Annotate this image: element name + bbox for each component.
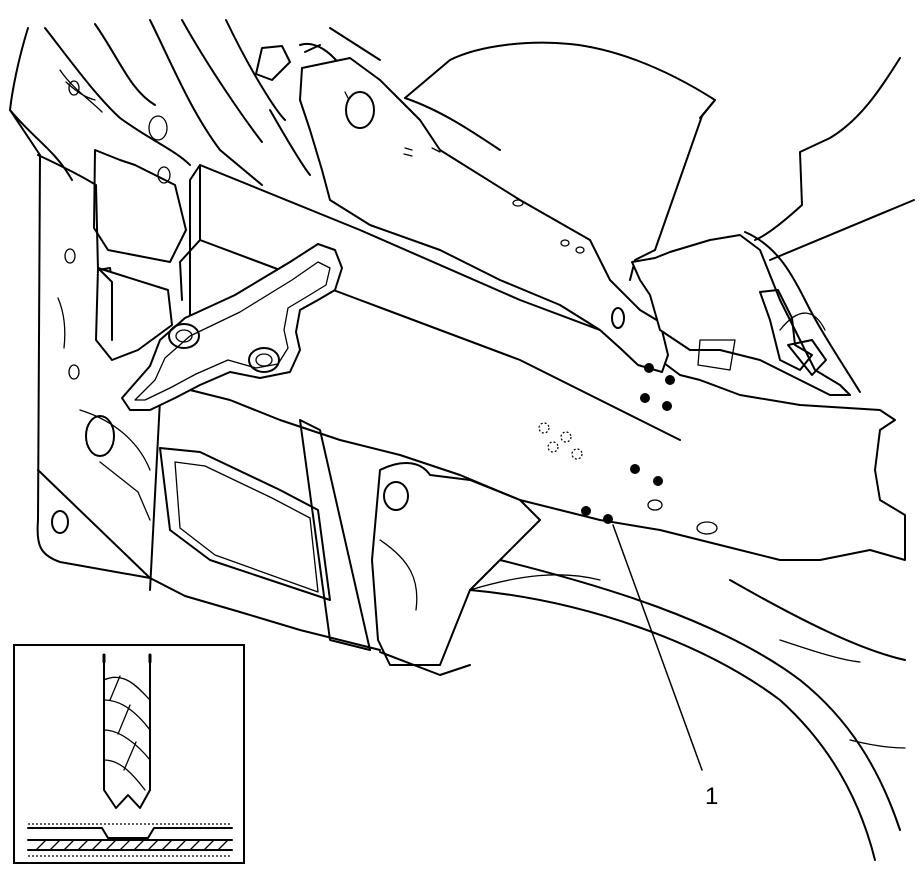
drill-bit-icon bbox=[102, 653, 152, 809]
cowl-panel bbox=[404, 41, 915, 393]
wheelhouse bbox=[469, 559, 906, 861]
drill-inset bbox=[13, 644, 245, 864]
mounting-plate bbox=[121, 243, 343, 411]
callout-number: 1 bbox=[705, 783, 718, 810]
callout-1: 1 bbox=[612, 524, 718, 810]
hidden-welds bbox=[538, 422, 583, 460]
sheet-metal-section bbox=[27, 823, 233, 857]
upper-bracket bbox=[299, 57, 669, 373]
spot-welds bbox=[581, 363, 718, 535]
rail-bracket bbox=[93, 149, 187, 361]
lower-rail-panel bbox=[159, 447, 601, 676]
upper-right-flange bbox=[631, 234, 851, 396]
upper-pillar bbox=[94, 19, 381, 186]
left-pillar-panel bbox=[9, 27, 381, 651]
